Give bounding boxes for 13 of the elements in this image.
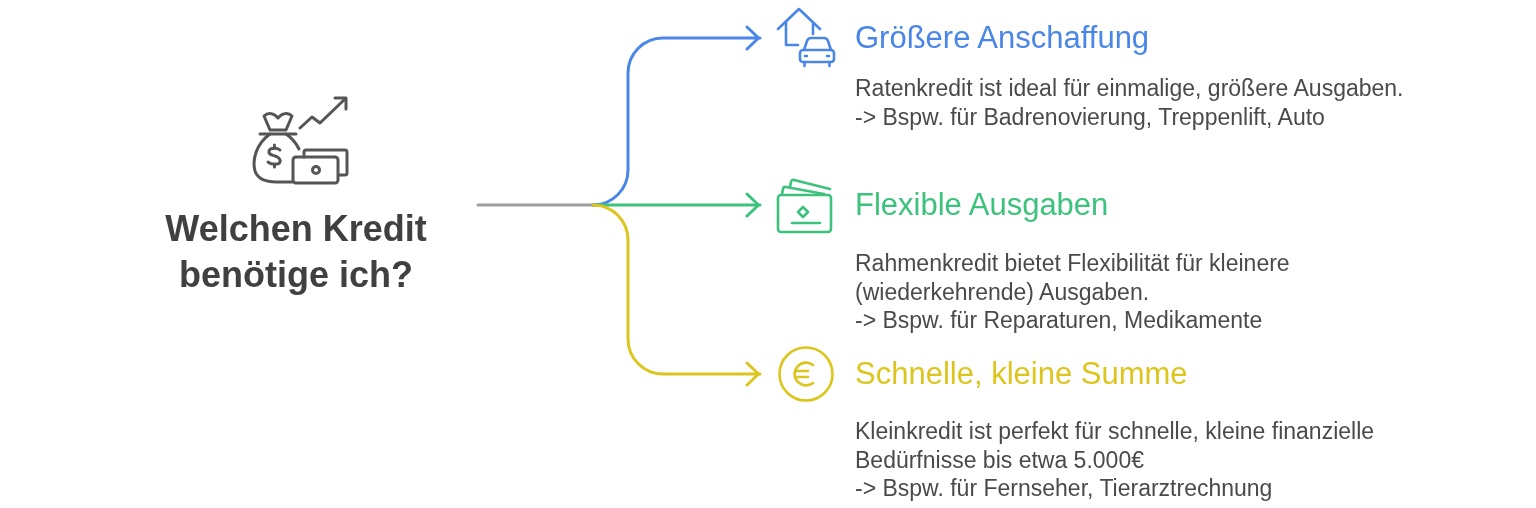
description-text: Kleinkredit ist perfekt für schnelle, kleine finanzielle Bedürfnisse bis etwa 5.000€	[855, 417, 1376, 474]
branch-heading: Schnelle, kleine Summe	[855, 355, 1188, 393]
branch-heading: Flexible Ausgaben	[855, 186, 1109, 224]
connector-line	[476, 203, 595, 207]
description-text: Ratenkredit ist ideal für einmalige, größere Ausgaben.	[855, 74, 1404, 103]
description-text: Rahmenkredit bietet Flexibilität für kleinere (wiederkehrende) Ausgaben.	[855, 249, 1291, 306]
arrow	[591, 25, 762, 207]
branch-heading: Größere Anschaffung	[855, 19, 1150, 57]
arrow	[591, 203, 762, 387]
question-title: Welchen Kredit benötige ich?	[164, 207, 428, 297]
example-text: -> Bspw. für Reparaturen, Medikamente	[855, 306, 1263, 335]
example-text: -> Bspw. für Badrenovierung, Treppenlift, Auto	[855, 102, 1325, 131]
example-text: -> Bspw. für Fernseher, Tierarztrechnung	[855, 474, 1273, 503]
